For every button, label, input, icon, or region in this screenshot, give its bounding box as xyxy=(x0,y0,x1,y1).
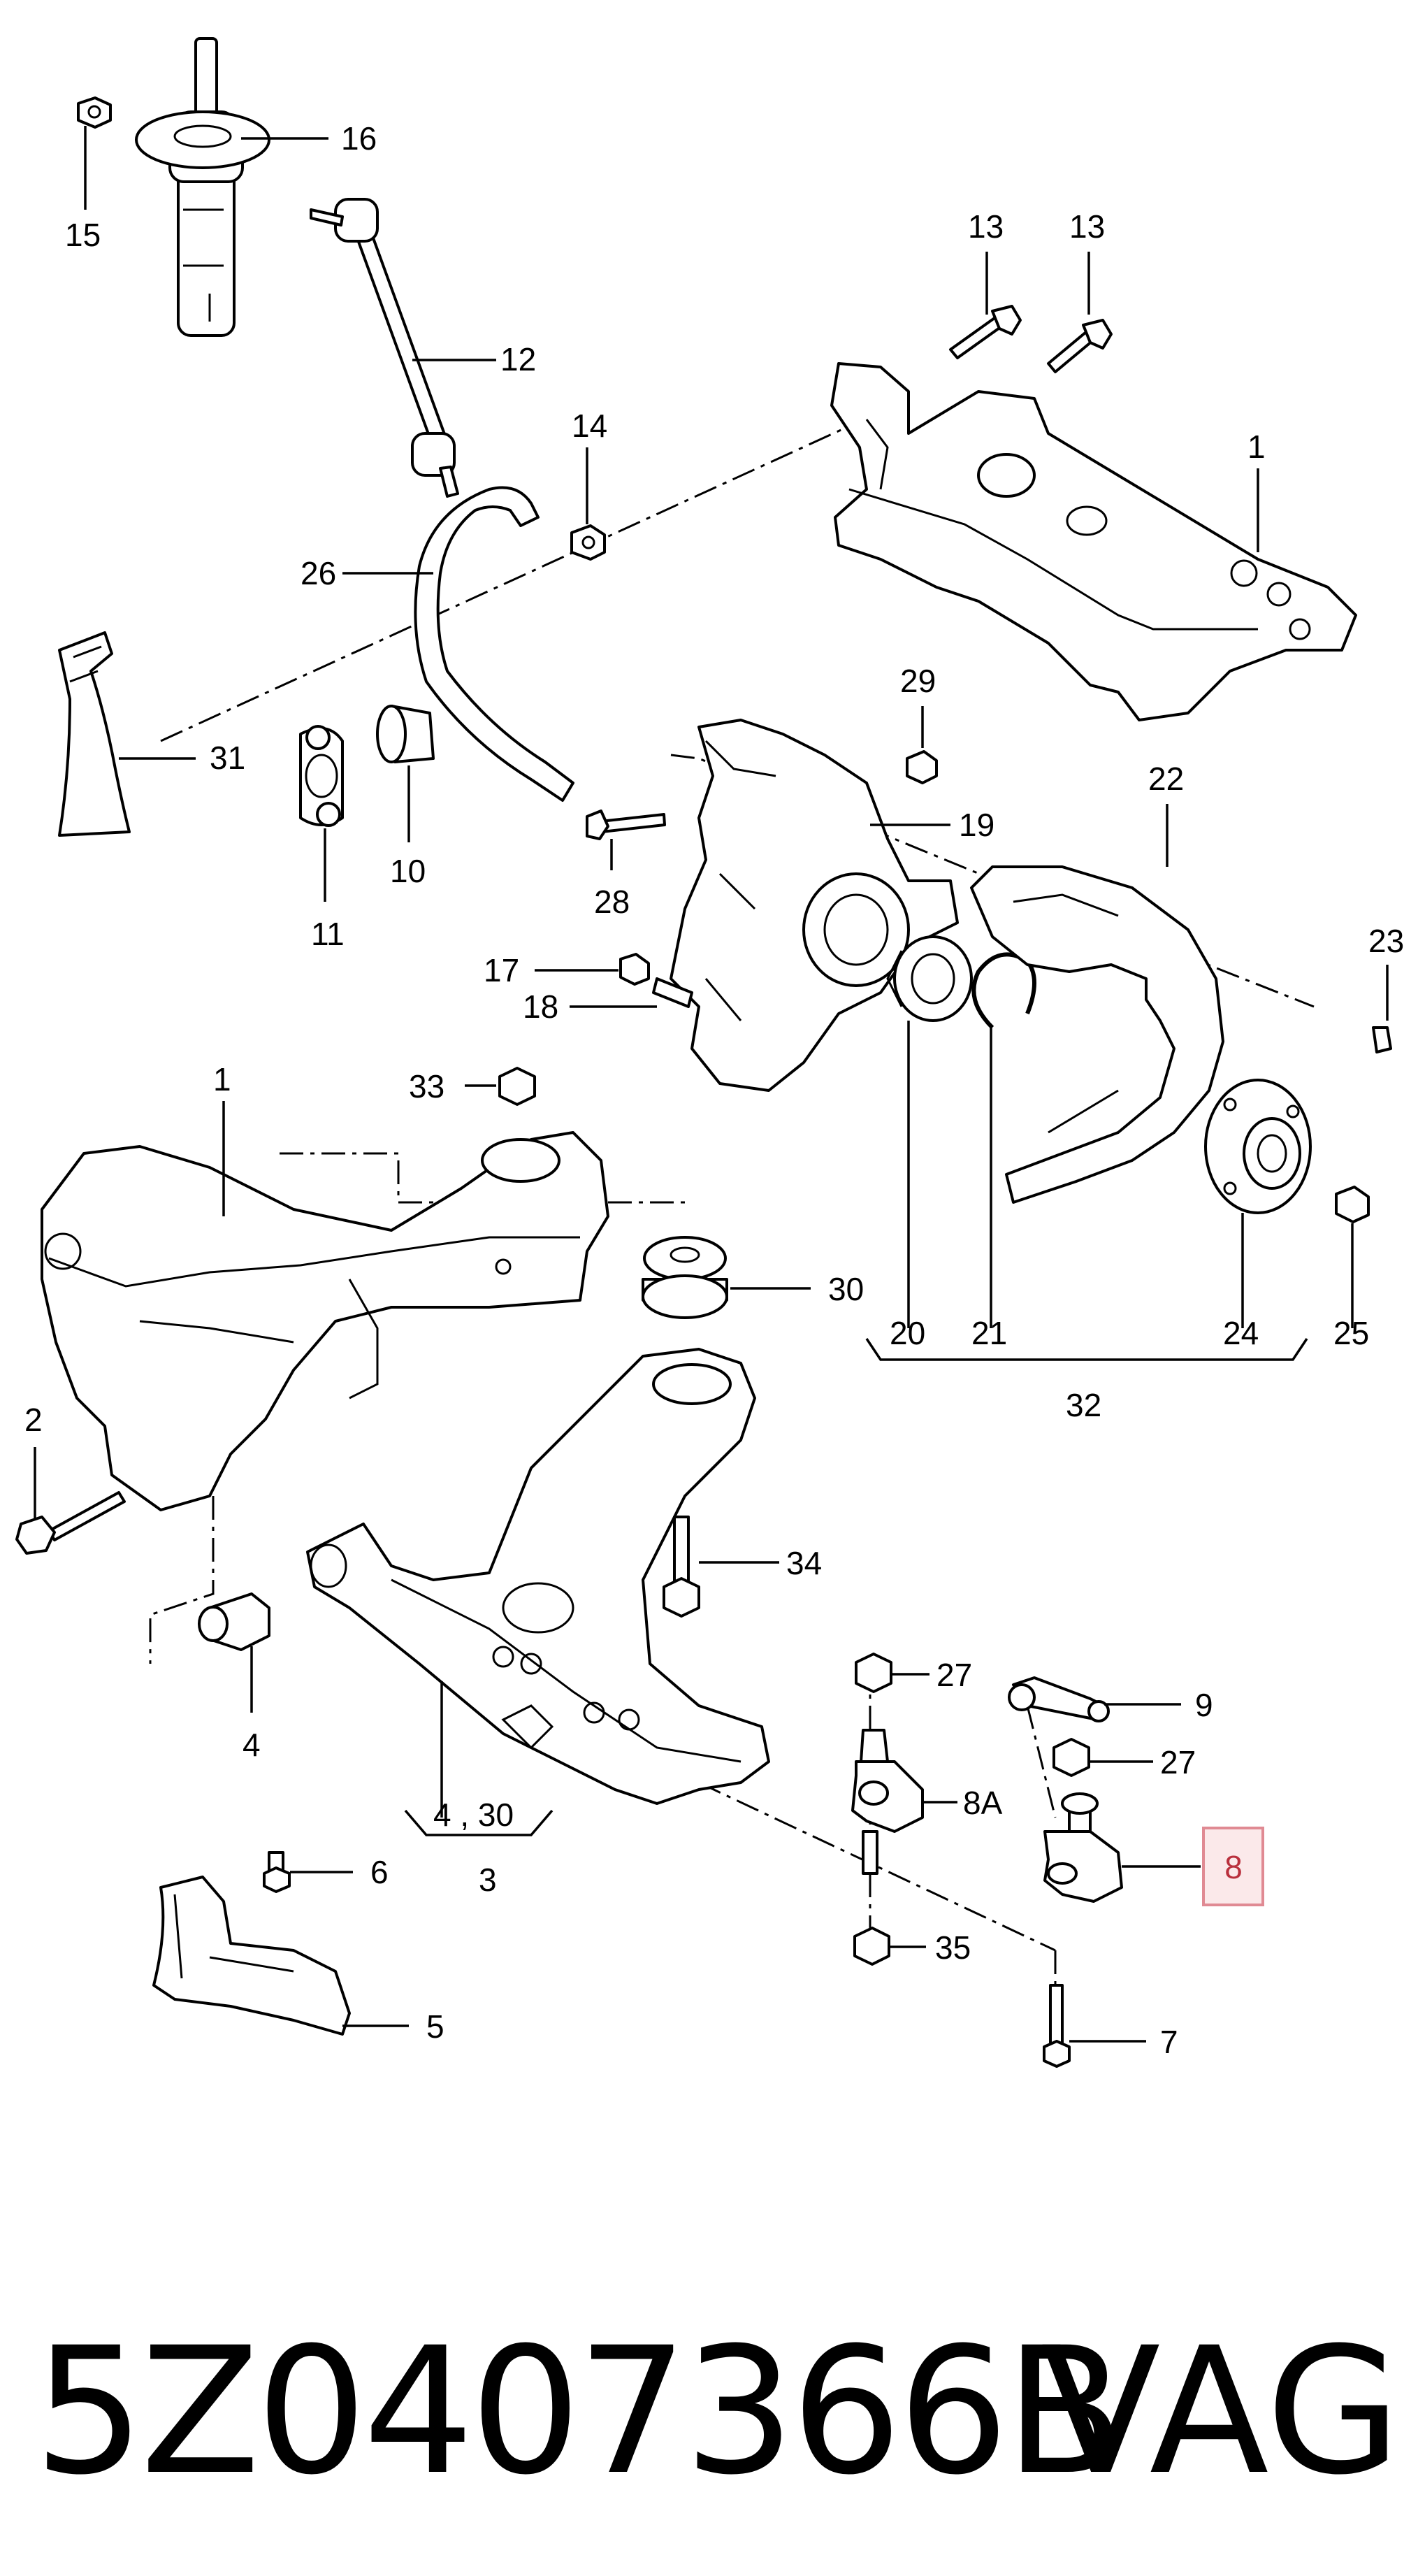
nut-25 xyxy=(1335,1186,1370,1223)
callout-8: 8 xyxy=(1224,1849,1243,1885)
clamp-11 xyxy=(299,725,344,827)
splash-shield-22 xyxy=(970,865,1224,1204)
bolt-17-18 xyxy=(619,953,693,1008)
callout-22: 22 xyxy=(1148,761,1184,797)
wheel-hub-24 xyxy=(1204,1079,1312,1214)
nut-29 xyxy=(906,750,938,784)
callout-34: 34 xyxy=(786,1545,822,1581)
callout-33: 33 xyxy=(409,1068,444,1104)
bolt-2 xyxy=(15,1491,126,1555)
stabilizer-link-12 xyxy=(310,198,459,498)
bolts-13 xyxy=(949,305,1113,373)
link-9 xyxy=(1008,1676,1110,1722)
stabilizer-bar-26 xyxy=(414,486,574,802)
callout-31: 31 xyxy=(210,740,245,776)
callout-3: 3 xyxy=(479,1862,497,1898)
circlip-21 xyxy=(971,952,1036,1030)
bushing-10 xyxy=(376,705,435,763)
subframe-left xyxy=(41,1131,609,1511)
bolt-34 xyxy=(663,1516,700,1618)
brand-label: VAG xyxy=(1041,2310,1401,2513)
callout-35: 35 xyxy=(935,1929,971,1966)
callout-13-right: 13 xyxy=(1069,208,1105,245)
callout-8-highlight: 8 xyxy=(1202,1827,1264,1906)
ball-joint-8 xyxy=(1043,1792,1123,1903)
nut-33 xyxy=(498,1067,536,1106)
bushing-4 xyxy=(198,1592,270,1651)
callout-15: 15 xyxy=(65,217,101,253)
callout-10: 10 xyxy=(390,853,426,889)
bushing-30 xyxy=(642,1236,728,1319)
wheel-bearing-20 xyxy=(886,935,973,1022)
nut-35 xyxy=(853,1927,890,1966)
callout-30: 30 xyxy=(828,1271,864,1307)
callout-14: 14 xyxy=(572,408,607,444)
callout-12: 12 xyxy=(500,341,536,377)
bracket-5 xyxy=(152,1876,351,2036)
part-number: 5Z0407366B xyxy=(34,2310,1124,2513)
callout-6: 6 xyxy=(370,1854,389,1890)
bolt-7 xyxy=(1043,1984,1071,2068)
nut-14 xyxy=(570,524,606,561)
callout-5: 5 xyxy=(426,2008,444,2045)
footer: 5Z0407366B VAG xyxy=(0,2307,1418,2517)
callout-27-right: 27 xyxy=(1160,1744,1196,1780)
callout-4-30: 4 , 30 xyxy=(433,1797,514,1833)
callout-4: 4 xyxy=(243,1727,261,1763)
grease-tube-31 xyxy=(58,631,131,837)
bolt-28 xyxy=(586,810,666,840)
callout-21: 21 xyxy=(971,1315,1007,1351)
callout-28: 28 xyxy=(594,884,630,920)
callouts: 16 15 12 14 13 13 1 26 31 10 11 29 19 28… xyxy=(24,120,1404,2060)
callout-27-left: 27 xyxy=(936,1657,972,1693)
callout-2: 2 xyxy=(24,1402,43,1438)
steering-knuckle-19 xyxy=(670,719,959,1092)
callout-7: 7 xyxy=(1160,2024,1178,2060)
callout-29: 29 xyxy=(900,663,936,699)
callout-20: 20 xyxy=(890,1315,925,1351)
nut-27-right xyxy=(1052,1738,1090,1777)
callout-18: 18 xyxy=(523,988,558,1025)
callout-17: 17 xyxy=(484,952,519,988)
callout-16: 16 xyxy=(341,120,377,157)
callout-1-middle: 1 xyxy=(213,1061,231,1098)
nut-27-left xyxy=(855,1653,892,1693)
bolt-23 xyxy=(1372,1026,1392,1053)
strut-assembly xyxy=(135,37,270,337)
ball-joint-8a xyxy=(851,1729,924,1875)
subframe-top xyxy=(830,362,1357,721)
callout-1-top: 1 xyxy=(1247,429,1266,465)
callout-19: 19 xyxy=(959,807,994,843)
callout-24: 24 xyxy=(1223,1315,1259,1351)
control-arm-3 xyxy=(306,1348,770,1805)
callout-25: 25 xyxy=(1333,1315,1369,1351)
callout-26: 26 xyxy=(301,555,336,591)
callout-32: 32 xyxy=(1066,1387,1101,1423)
strut-nut-15 xyxy=(77,96,112,129)
callout-13-left: 13 xyxy=(968,208,1004,245)
callout-11: 11 xyxy=(311,916,345,952)
leader-lines xyxy=(34,126,1389,2043)
bolt-6 xyxy=(263,1851,291,1893)
callout-8a: 8A xyxy=(963,1785,1003,1821)
callout-23: 23 xyxy=(1368,923,1404,959)
callout-9: 9 xyxy=(1195,1687,1213,1723)
